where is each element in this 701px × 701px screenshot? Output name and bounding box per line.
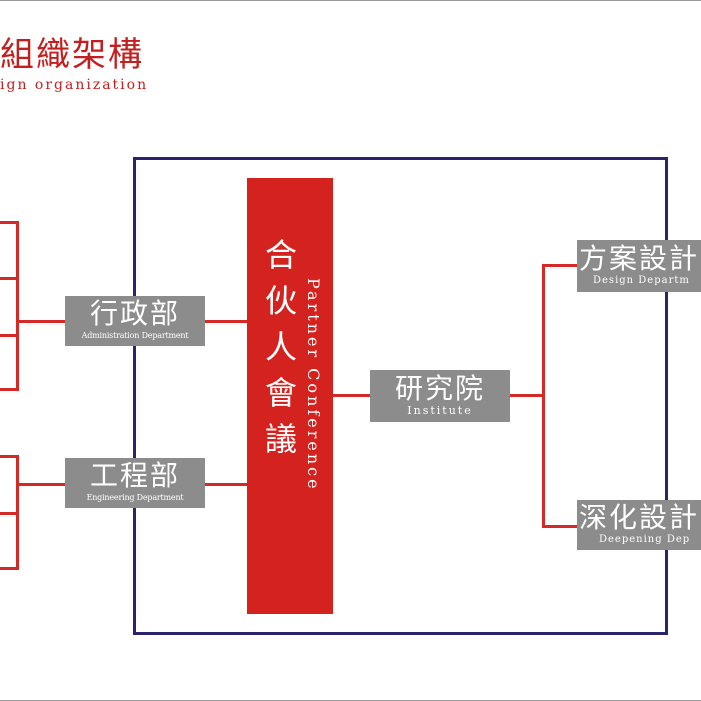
top-rule xyxy=(0,0,701,1)
partner-char-2: 伙 xyxy=(264,282,297,320)
institute-to-branch-line xyxy=(510,394,544,397)
admin-branch-stub-2 xyxy=(0,277,19,280)
partner-char-3: 人 xyxy=(264,328,297,366)
partner-char-1: 合 xyxy=(264,236,297,274)
admin-department-box: 行政部 Administration Department xyxy=(65,296,205,346)
engineering-department-subtitle: Engineering Department xyxy=(86,493,184,502)
design-department-box: 方案設計 Design Departm xyxy=(577,240,701,292)
design-department-subtitle: Design Departm xyxy=(593,275,690,286)
admin-branch-stub-1 xyxy=(0,221,19,224)
admin-branch-stub-4 xyxy=(0,388,19,391)
admin-connector xyxy=(16,320,65,323)
page-title: 組織架構 xyxy=(0,35,144,75)
engineering-branch-stub-2 xyxy=(0,512,19,515)
engineering-branch-stub-1 xyxy=(0,455,19,458)
partner-conference-title: 合 伙 人 會 議 xyxy=(261,232,301,462)
partner-char-4: 會 xyxy=(264,374,297,412)
institute-subtitle: Institute xyxy=(407,404,473,417)
institute-box: 研究院 Institute xyxy=(370,370,510,422)
admin-to-partner-line xyxy=(205,320,247,323)
branch-to-deepening-line xyxy=(542,525,577,528)
admin-department-subtitle: Administration Department xyxy=(81,331,189,340)
engineering-connector xyxy=(16,483,65,486)
engineering-department-box: 工程部 Engineering Department xyxy=(65,458,205,508)
institute-branch-vertical xyxy=(542,264,545,528)
partner-conference-box: 合 伙 人 會 議 Partner Conference xyxy=(247,178,333,614)
deepening-department-title: 深化設計 xyxy=(579,501,700,534)
core-frame xyxy=(133,157,668,635)
institute-title: 研究院 xyxy=(394,372,485,405)
page-subtitle: ign organization xyxy=(0,77,149,93)
admin-branch-vertical xyxy=(16,221,19,391)
engineering-department-title: 工程部 xyxy=(89,459,180,492)
partner-to-institute-line xyxy=(333,394,370,397)
engineering-branch-stub-3 xyxy=(0,567,19,570)
deepening-department-subtitle: Deepening Dep xyxy=(599,534,691,545)
admin-department-title: 行政部 xyxy=(89,297,180,330)
branch-to-design-line xyxy=(542,264,577,267)
partner-char-5: 議 xyxy=(264,420,297,458)
admin-branch-stub-3 xyxy=(0,334,19,337)
engineering-to-partner-line xyxy=(205,483,247,486)
partner-conference-subtitle: Partner Conference xyxy=(304,278,323,492)
deepening-department-box: 深化設計 Deepening Dep xyxy=(577,500,701,550)
design-department-title: 方案設計 xyxy=(579,242,700,275)
